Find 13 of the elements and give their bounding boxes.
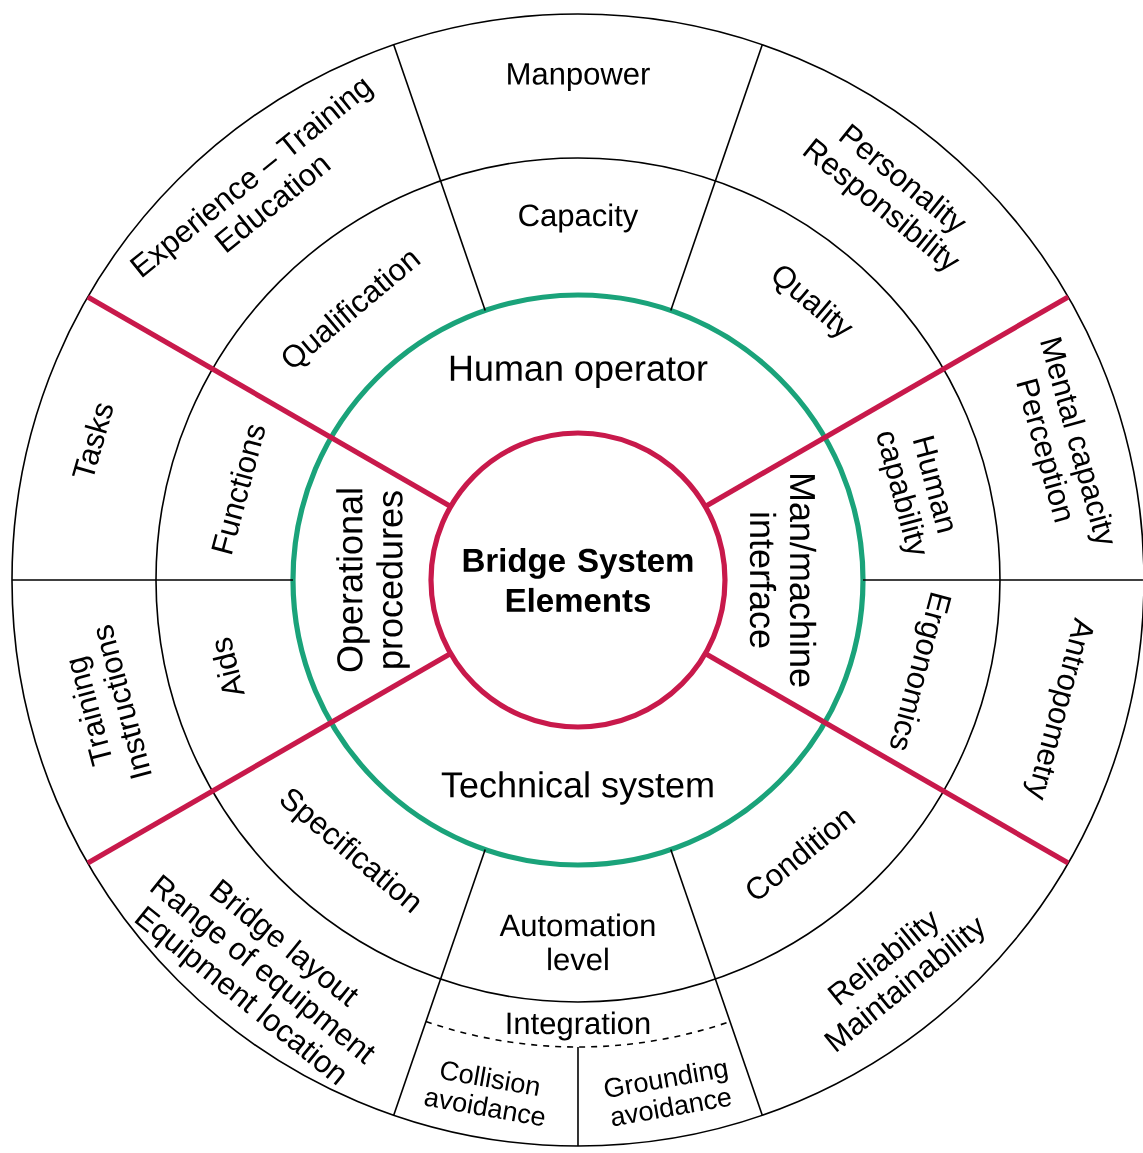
ring-label: Technical system [441, 771, 713, 805]
ring-label: Collision avoidance [424, 1061, 545, 1126]
ring-label: Man/machine interface [749, 474, 817, 687]
ring-label: Capacity [519, 203, 639, 233]
ring-label: Operational procedures [336, 489, 410, 672]
ring-label: Human capability [877, 432, 953, 554]
ring-label: Manpower [508, 63, 650, 91]
ring-label: Tasks [72, 403, 113, 477]
ring-label: Integration [507, 1011, 650, 1041]
ring-label: Grounding avoidance [604, 1062, 731, 1126]
ring-label: Human operator [450, 355, 708, 389]
ring-label: Aids [212, 637, 245, 695]
ring-label: Automation level [499, 913, 655, 971]
